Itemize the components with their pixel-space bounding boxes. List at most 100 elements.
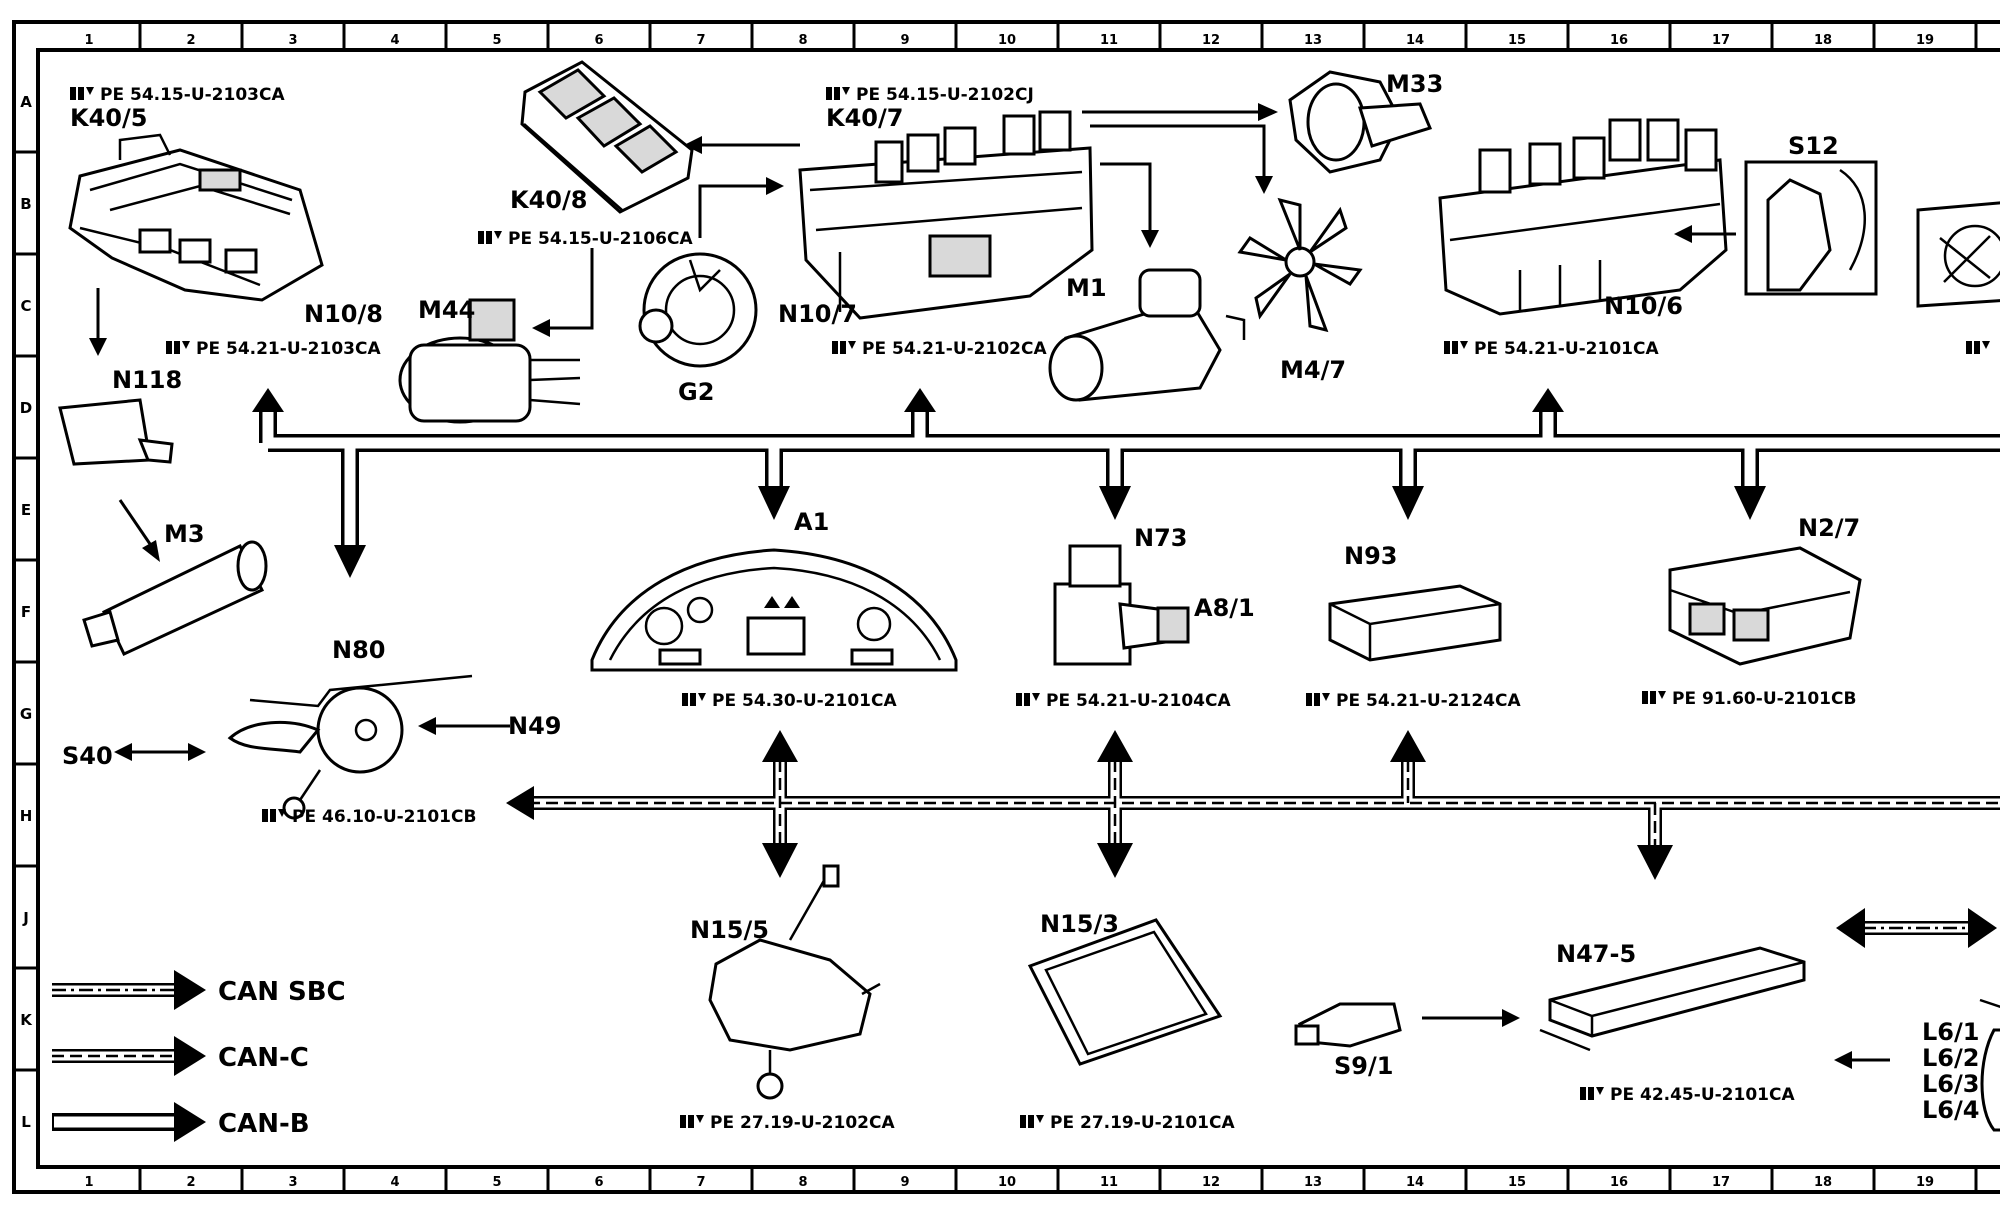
n2-7-airbag-module [1668, 546, 1862, 666]
grid-row-label: B [20, 195, 31, 213]
grid-column-label: 15 [1508, 1175, 1526, 1190]
m1-starter-motor [1048, 268, 1246, 402]
label-n93: N93 [1344, 542, 1397, 570]
n47-5-esp-module [1539, 946, 1806, 1052]
ref-n10-8: PE 54.21-U-2103CA [196, 339, 381, 359]
grid-column-label: 1 [84, 33, 93, 48]
grid-column-label: 6 [594, 33, 603, 48]
ref-k40-5: PE 54.15-U-2103CA [100, 85, 285, 105]
ref-n47-5: PE 42.45-U-2101CA [1610, 1085, 1795, 1105]
grid-column-label: 14 [1406, 33, 1424, 48]
label-s9-1: S9/1 [1334, 1052, 1393, 1080]
label-m1: M1 [1066, 274, 1107, 302]
grid-column-label: 12 [1202, 1175, 1220, 1190]
l6-speed-sensors [1979, 998, 2000, 1132]
m4-7-fan [1237, 197, 1363, 333]
g2-alternator [638, 252, 758, 368]
label-l6-4: L6/4 [1922, 1096, 1979, 1124]
grid-column-label: 4 [390, 33, 399, 48]
label-n2-7: N2/7 [1798, 514, 1860, 542]
ref-n73: PE 54.21-U-2104CA [1046, 691, 1231, 711]
grid-column-label: 13 [1304, 33, 1322, 48]
label-l6-2: L6/2 [1922, 1044, 1979, 1072]
ref-a1: PE 54.30-U-2101CA [712, 691, 897, 711]
label-k40-7: K40/7 [826, 104, 903, 132]
label-n15-5: N15/5 [690, 916, 769, 944]
n15-3-transmission-control [1027, 918, 1223, 1066]
m33-motor [1288, 70, 1433, 174]
s9-1-switch [1294, 1002, 1402, 1048]
n15-5-shift-module [708, 864, 881, 1100]
label-n10-6: N10/6 [1604, 292, 1683, 320]
grid-column-label: 9 [900, 33, 909, 48]
grid-column-label: 3 [288, 33, 297, 48]
grid-column-label: 5 [492, 1175, 501, 1190]
ref-k40-8: PE 54.15-U-2106CA [508, 229, 693, 249]
grid-row-label: A [20, 93, 32, 111]
grid-row-label: J [22, 909, 29, 927]
ref-n93: PE 54.21-U-2124CA [1336, 691, 1521, 711]
grid-column-label: 2 [186, 33, 195, 48]
legend-can-sbc: CAN SBC [218, 977, 346, 1007]
grid-column-label: 6 [594, 1175, 603, 1190]
grid-column-label: 19 [1916, 1175, 1934, 1190]
label-n80: N80 [332, 636, 385, 664]
label-n47-5: N47-5 [1556, 940, 1636, 968]
grid-row-label: G [20, 705, 32, 723]
ref-k40-7: PE 54.15-U-2102CJ [856, 85, 1034, 105]
m44-component [398, 298, 581, 424]
ref-n15-3: PE 27.19-U-2101CA [1050, 1113, 1235, 1133]
grid-column-label: 7 [696, 1175, 705, 1190]
grid-column-label: 18 [1814, 1175, 1832, 1190]
n73-ignition-switch [1053, 544, 1190, 666]
grid-column-label: 10 [998, 1175, 1016, 1190]
k40-5-fuse-relay-module [68, 133, 324, 302]
grid-row-label: D [20, 399, 32, 417]
grid-column-label: 3 [288, 1175, 297, 1190]
label-n118: N118 [112, 366, 182, 394]
grid-row-label: L [21, 1113, 31, 1131]
label-n10-7: N10/7 [778, 300, 857, 328]
grid-column-label: 8 [798, 33, 807, 48]
grid-column-label: 11 [1100, 1175, 1118, 1190]
legend-can-c: CAN-C [218, 1043, 309, 1073]
ref-n80: PE 46.10-U-2101CB [292, 807, 476, 827]
ref-n10-6: PE 54.21-U-2101CA [1474, 339, 1659, 359]
grid-row-label: F [21, 603, 31, 621]
m3-fuel-pump [82, 540, 268, 656]
ref-n10-7: PE 54.21-U-2102CA [862, 339, 1047, 359]
grid-column-label: 16 [1610, 1175, 1628, 1190]
grid-row-label: H [20, 807, 33, 825]
grid-column-label: 16 [1610, 33, 1628, 48]
a1-instrument-cluster [590, 548, 958, 672]
s12-switch [1744, 160, 1878, 296]
can-c-bus [506, 730, 2000, 880]
n10-6-sam-module [1438, 118, 1728, 316]
grid-row-label: C [20, 297, 31, 315]
grid-column-label: 12 [1202, 33, 1220, 48]
grid-column-label: 17 [1712, 33, 1730, 48]
label-m33: M33 [1386, 70, 1443, 98]
legend: CAN SBC CAN-C CAN-B [52, 970, 346, 1142]
n80-steering-column-module [227, 674, 473, 820]
grid-column-label: 14 [1406, 1175, 1424, 1190]
grid-column-label: 9 [900, 1175, 909, 1190]
can-sbc-link [1836, 908, 1997, 948]
label-g2: G2 [678, 378, 714, 406]
grid-row-label: K [20, 1011, 33, 1029]
reference-codes: PE 54.15-U-2103CA PE 54.15-U-2102CJ PE 5… [70, 85, 1990, 1133]
label-s40: S40 [62, 742, 113, 770]
label-m3: M3 [164, 520, 205, 548]
grid-column-label: 5 [492, 33, 501, 48]
ref-n15-5: PE 27.19-U-2102CA [710, 1113, 895, 1133]
n118-module [58, 398, 174, 466]
ref-n2-7: PE 91.60-U-2101CB [1672, 689, 1856, 709]
grid-column-label: 19 [1916, 33, 1934, 48]
component-labels: K40/5 K40/8 K40/7 M33 S12 N10/8 M44 G2 N… [62, 70, 1979, 1124]
grid-column-label: 7 [696, 33, 705, 48]
k40-7-fuse-relay-module [798, 110, 1094, 320]
label-a8-1: A8/1 [1194, 594, 1255, 622]
label-l6-1: L6/1 [1922, 1018, 1979, 1046]
n93-module [1328, 584, 1502, 662]
